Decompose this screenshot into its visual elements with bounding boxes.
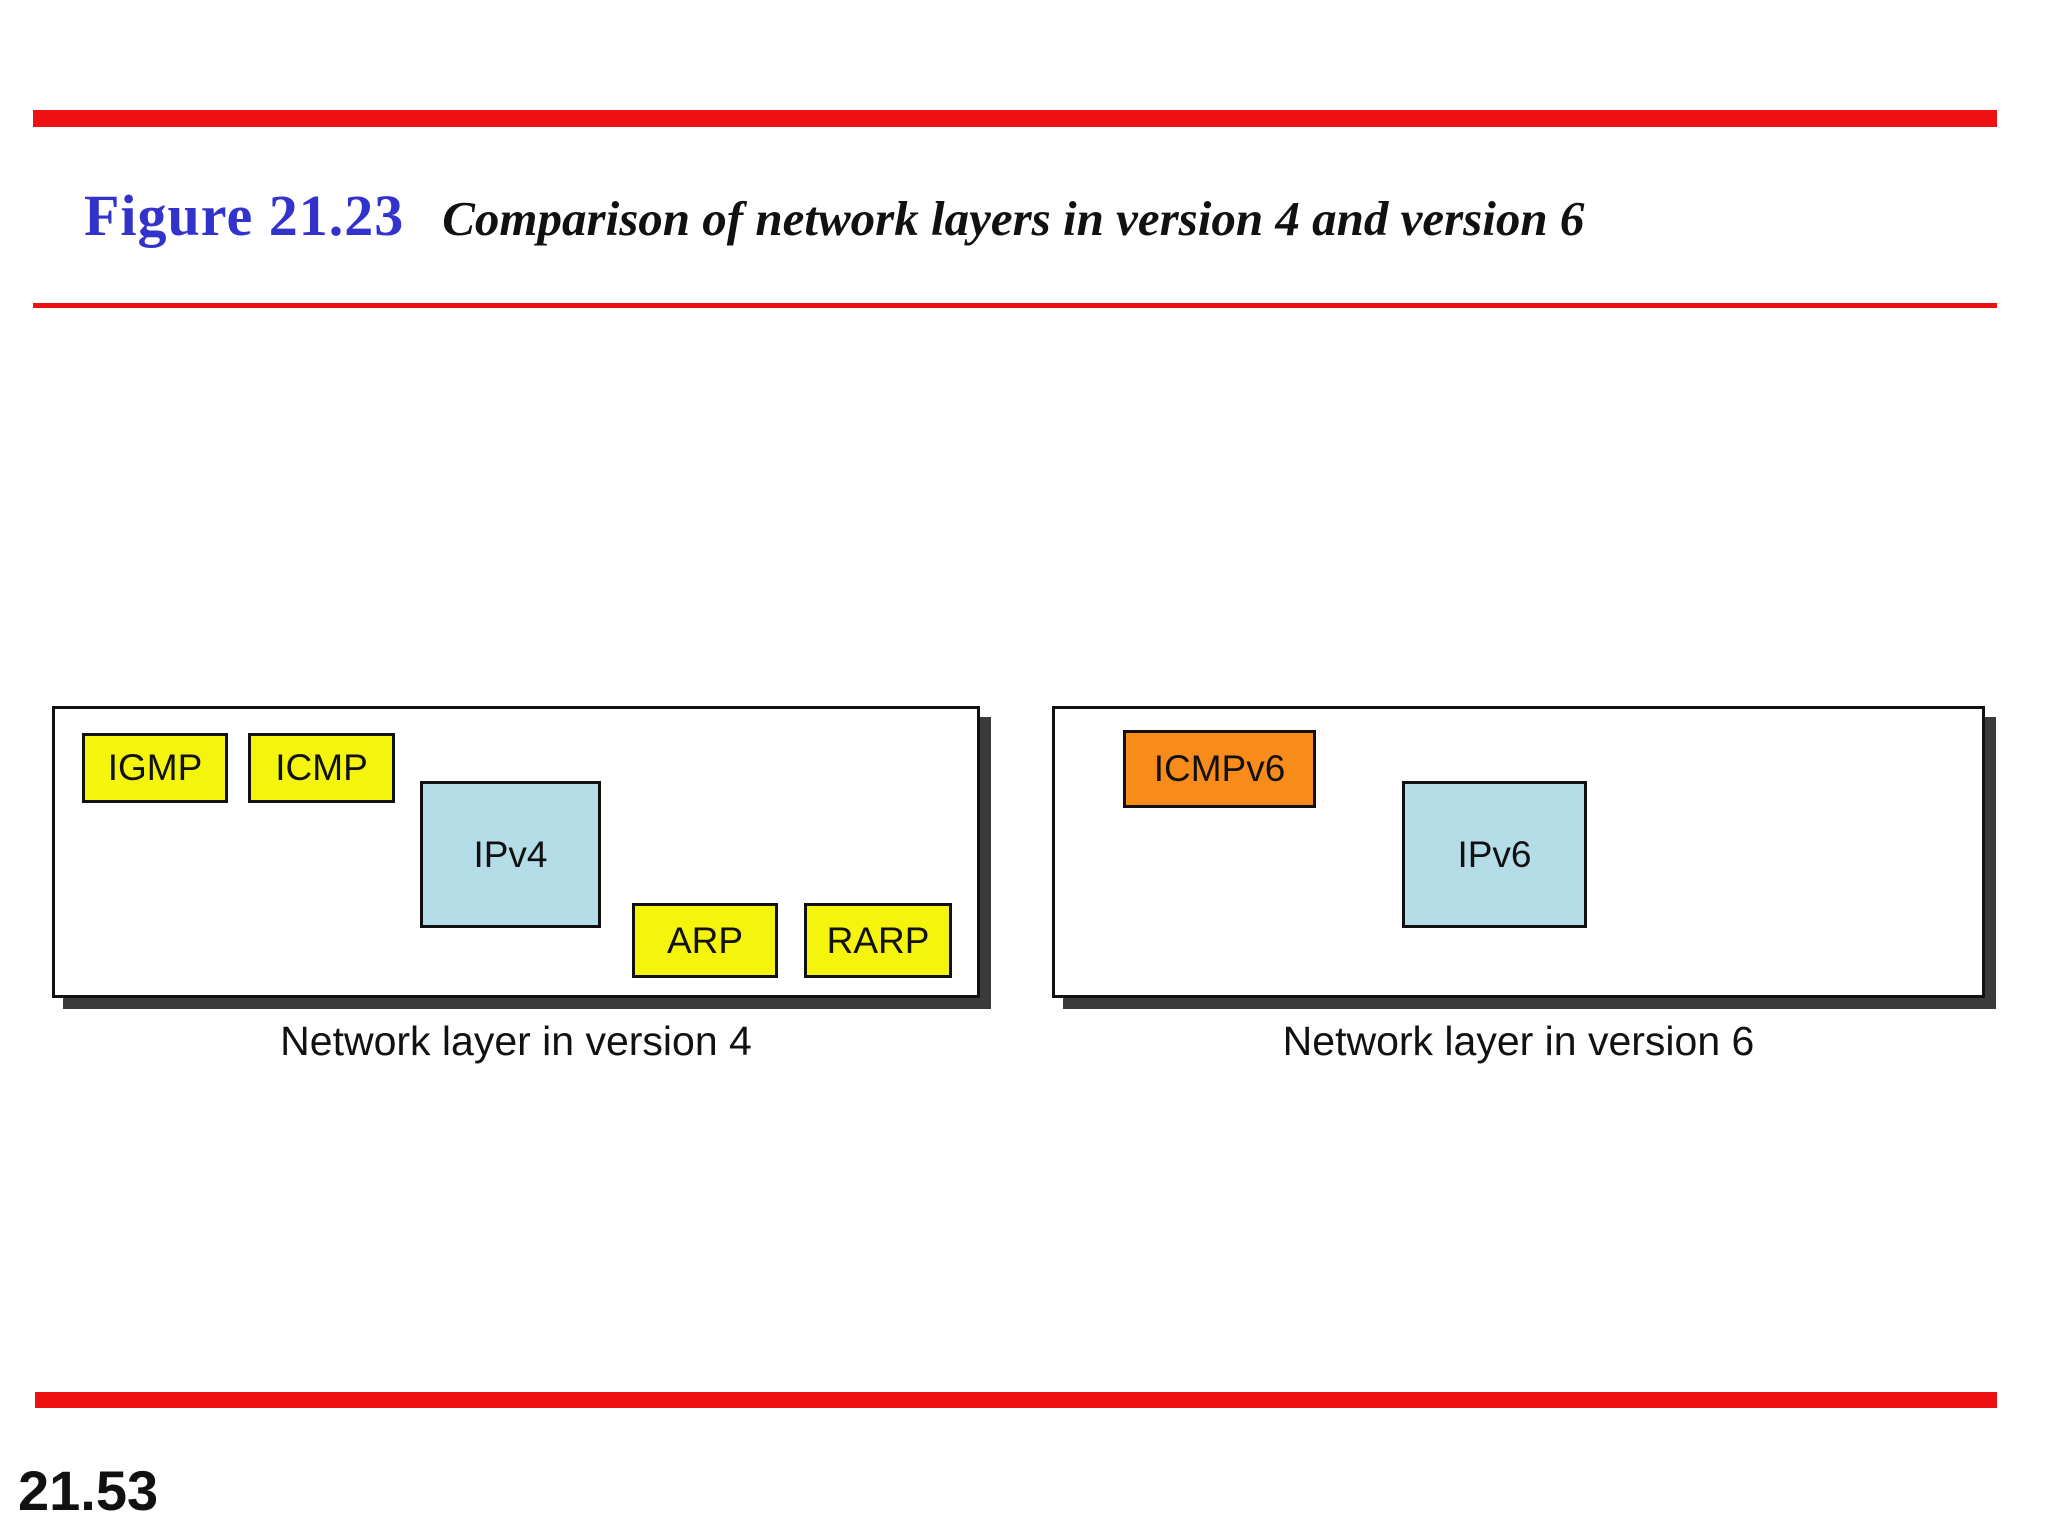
- panel-v6-caption: Network layer in version 6: [1282, 1018, 1755, 1064]
- protocol-box-ipv6: IPv6: [1402, 781, 1587, 928]
- panel-network-layer-v4: IGMP ICMP IPv4 ARP RARP: [52, 706, 980, 998]
- panel-v4-caption: Network layer in version 4: [280, 1018, 752, 1064]
- figure-title: Comparison of network layers in version …: [442, 191, 1585, 246]
- bottom-red-bar: [35, 1392, 1997, 1408]
- protocol-box-rarp: RARP: [804, 903, 952, 978]
- top-red-bar: [33, 110, 1997, 127]
- panel-network-layer-v6: ICMPv6 IPv6: [1052, 706, 1985, 998]
- title-underline-rule: [33, 303, 1997, 308]
- protocol-box-icmp: ICMP: [248, 733, 395, 803]
- protocol-box-icmpv6: ICMPv6: [1123, 730, 1316, 808]
- figure-heading: Figure 21.23 Comparison of network layer…: [84, 182, 1584, 249]
- protocol-box-ipv4: IPv4: [420, 781, 601, 928]
- page-number: 21.53: [18, 1459, 159, 1522]
- protocol-box-igmp: IGMP: [82, 733, 228, 803]
- figure-label: Figure 21.23: [84, 183, 405, 248]
- protocol-box-arp: ARP: [632, 903, 778, 978]
